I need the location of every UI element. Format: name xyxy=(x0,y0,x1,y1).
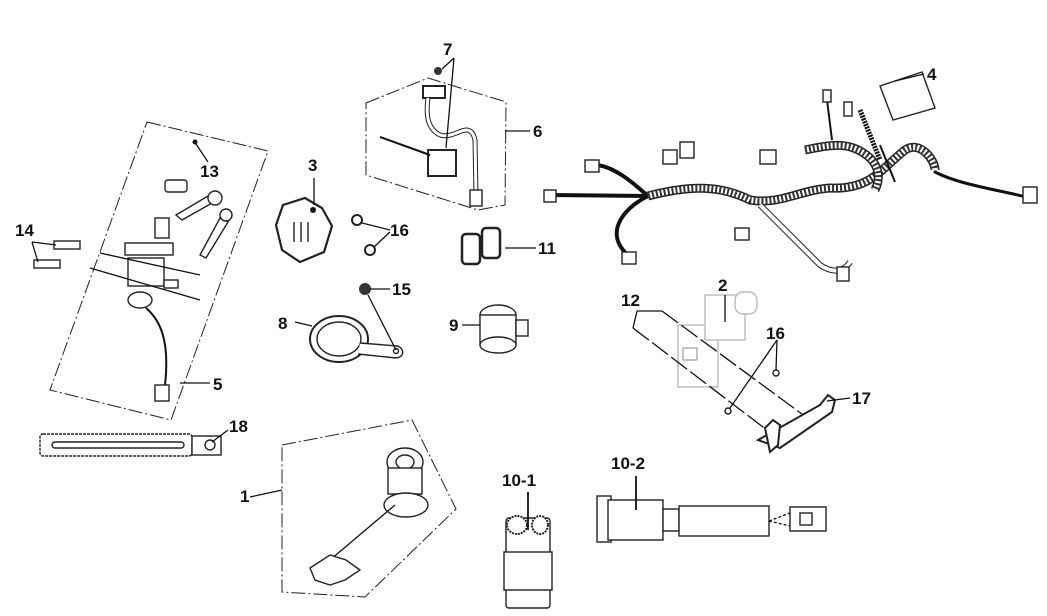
part-14-shear-bolts[interactable] xyxy=(31,240,81,269)
part-1-ignition-switch[interactable] xyxy=(249,419,457,598)
part-4-wire-harness[interactable] xyxy=(543,71,1038,282)
callout-9[interactable]: 9 xyxy=(449,316,459,335)
callout-17[interactable]: 17 xyxy=(852,389,871,408)
part-3-relay[interactable] xyxy=(274,178,334,264)
part-18-harness-band[interactable] xyxy=(39,429,229,457)
callout-1[interactable]: 1 xyxy=(240,487,250,506)
part-6-starter-relay-set[interactable] xyxy=(365,77,530,211)
callout-16-coil[interactable]: 16 xyxy=(766,324,785,343)
callout-13[interactable]: 13 xyxy=(200,162,219,181)
callout-12[interactable]: 12 xyxy=(621,291,640,310)
callout-16-middle[interactable]: 16 xyxy=(390,221,409,240)
part-7-nuts[interactable] xyxy=(434,57,455,149)
part-12-coil-bolts[interactable] xyxy=(632,310,811,441)
part-13-marker xyxy=(192,139,198,145)
callout-8[interactable]: 8 xyxy=(278,314,288,333)
callout-7[interactable]: 7 xyxy=(443,40,453,59)
part-5-main-switch-set[interactable] xyxy=(49,121,269,421)
part-16-flange-nuts[interactable] xyxy=(351,214,391,256)
callout-15[interactable]: 15 xyxy=(392,280,411,299)
leader-13 xyxy=(195,143,209,163)
callout-5[interactable]: 5 xyxy=(213,375,223,394)
part-2-ignition-coil[interactable] xyxy=(677,291,758,388)
callout-4[interactable]: 4 xyxy=(927,65,937,84)
callout-10-1[interactable]: 10-1 xyxy=(502,471,537,490)
part-17-coil-bracket[interactable] xyxy=(755,393,851,454)
callout-11[interactable]: 11 xyxy=(538,239,556,258)
callout-3[interactable]: 3 xyxy=(308,156,318,175)
callout-14[interactable]: 14 xyxy=(15,221,34,240)
part-11-fuse-holder[interactable] xyxy=(460,226,536,266)
leader-4 xyxy=(894,73,925,82)
callout-18[interactable]: 18 xyxy=(229,417,248,436)
callout-10-2[interactable]: 10-2 xyxy=(611,454,646,473)
part-15-horn-nut[interactable] xyxy=(359,283,397,351)
part-8-horn[interactable] xyxy=(294,315,404,363)
callout-2[interactable]: 2 xyxy=(718,276,728,295)
part-16-coil-nuts[interactable] xyxy=(724,339,780,415)
part-10-1-regulator[interactable] xyxy=(503,492,553,609)
part-9-flasher[interactable] xyxy=(462,304,529,354)
callout-6[interactable]: 6 xyxy=(533,122,543,141)
part-10-2-power-socket[interactable] xyxy=(596,476,827,543)
